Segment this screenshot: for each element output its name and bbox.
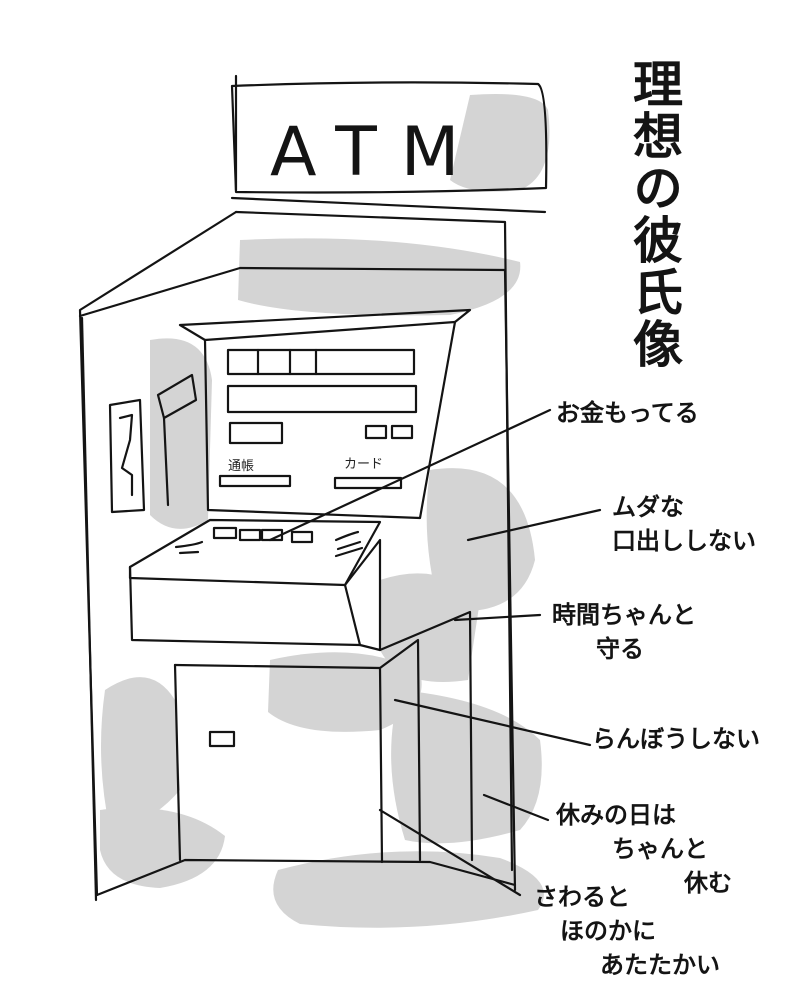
passbook-slot — [218, 474, 292, 488]
annotation-rest: 休みの日は ちゃんと 休む — [556, 798, 732, 900]
annotation-line: 口出ししない — [612, 527, 756, 555]
pointer-money — [268, 408, 552, 542]
screen-upper — [226, 348, 416, 376]
pointer-no-nagging — [466, 508, 602, 542]
annotation-line: ちゃんと — [612, 835, 708, 863]
annotation-no-nagging: ムダな 口出ししない — [612, 490, 756, 558]
pointer-not-violent — [393, 698, 592, 747]
annotation-line: さわると — [534, 883, 630, 911]
annotation-line: お金もってる — [556, 399, 699, 427]
pointer-punctual — [453, 613, 542, 622]
pointer-warm — [378, 808, 522, 897]
annotation-line: 守る — [596, 635, 644, 663]
card-slot — [333, 476, 403, 490]
gray-shading — [100, 94, 550, 928]
sign-text: ATM — [270, 113, 483, 192]
annotation-line: らんぼうしない — [592, 725, 760, 753]
pointer-rest — [482, 793, 550, 822]
screen-lower — [226, 384, 418, 414]
screen-button-right-b — [390, 424, 414, 440]
lower-cabinet — [173, 663, 182, 862]
ink-lines — [78, 74, 602, 902]
card-label: カード — [344, 457, 383, 472]
sign-frame — [230, 81, 548, 194]
annotation-line: あたたかい — [600, 951, 720, 979]
page-title: 理想の彼氏像 — [625, 58, 683, 370]
annotation-line: 休みの日は — [556, 801, 676, 829]
annotation-line: 時間ちゃんと — [552, 601, 696, 629]
annotation-line: ムダな — [612, 493, 684, 521]
annotation-line: 休む — [684, 869, 732, 897]
passbook-label: 通帳 — [228, 459, 254, 474]
annotation-warm: さわると ほのかに あたたかい — [534, 880, 720, 982]
annotation-not-violent: らんぼうしない — [592, 722, 760, 756]
annotation-punctual: 時間ちゃんと 守る — [552, 598, 696, 666]
screen-housing — [203, 320, 457, 520]
annotation-money: お金もってる — [556, 396, 699, 430]
cabinet-handle — [208, 730, 236, 748]
screen-button-left — [228, 421, 284, 445]
screen-button-right-a — [364, 424, 388, 440]
annotation-line: ほのかに — [560, 917, 656, 945]
side-phone — [108, 398, 146, 514]
